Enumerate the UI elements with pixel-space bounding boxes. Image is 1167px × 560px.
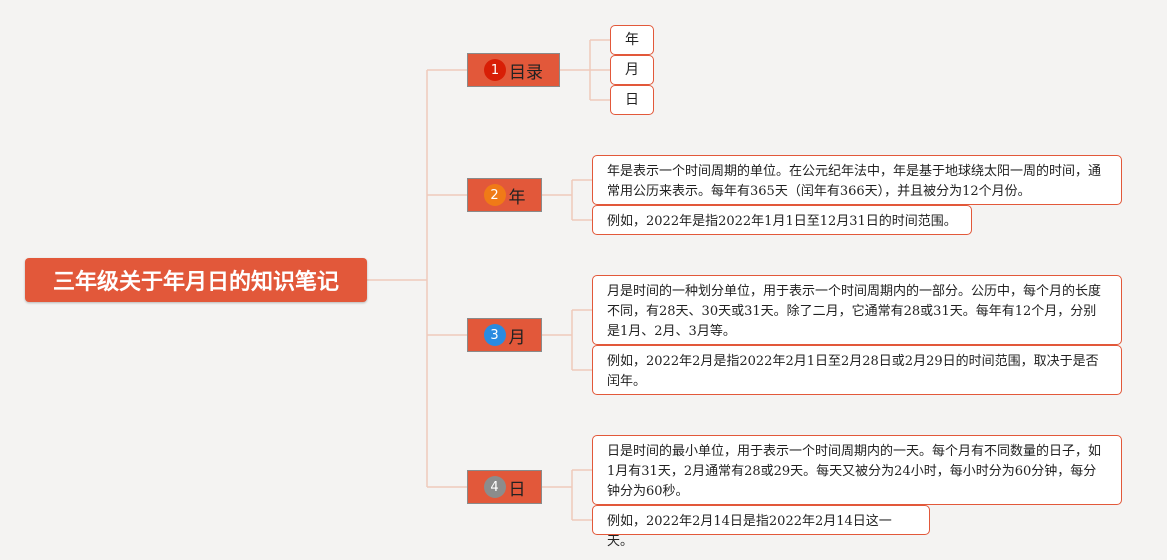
branch-month[interactable]: 3 月 <box>467 318 542 352</box>
branch-year[interactable]: 2 年 <box>467 178 542 212</box>
year-example[interactable]: 例如，2022年是指2022年1月1日至12月31日的时间范围。 <box>592 205 972 235</box>
toc-item-day[interactable]: 日 <box>610 85 654 115</box>
number-4-icon: 4 <box>483 476 506 498</box>
branch-label: 年 <box>508 187 526 208</box>
day-definition[interactable]: 日是时间的最小单位，用于表示一个时间周期内的一天。每个月有不同数量的日子，如1月… <box>592 435 1122 505</box>
number-1-icon: 1 <box>484 59 506 81</box>
toc-item-year[interactable]: 年 <box>610 25 654 55</box>
branch-day[interactable]: 4 日 <box>467 470 542 504</box>
branch-label: 日 <box>508 479 526 500</box>
month-example[interactable]: 例如，2022年2月是指2022年2月1日至2月28日或2月29日的时间范围，取… <box>592 345 1122 395</box>
number-2-icon: 2 <box>483 184 506 206</box>
root-topic[interactable]: 三年级关于年月日的知识笔记 <box>25 258 367 302</box>
day-example[interactable]: 例如，2022年2月14日是指2022年2月14日这一天。 <box>592 505 930 549</box>
year-definition[interactable]: 年是表示一个时间周期的单位。在公元纪年法中，年是基于地球绕太阳一周的时间，通常用… <box>592 155 1122 205</box>
number-3-icon: 3 <box>483 324 506 346</box>
branch-label: 目录 <box>509 62 543 83</box>
branch-toc[interactable]: 1 目录 <box>467 53 560 87</box>
branch-label: 月 <box>508 327 526 348</box>
toc-item-month[interactable]: 月 <box>610 55 654 85</box>
month-definition[interactable]: 月是时间的一种划分单位，用于表示一个时间周期内的一部分。公历中，每个月的长度不同… <box>592 275 1122 345</box>
